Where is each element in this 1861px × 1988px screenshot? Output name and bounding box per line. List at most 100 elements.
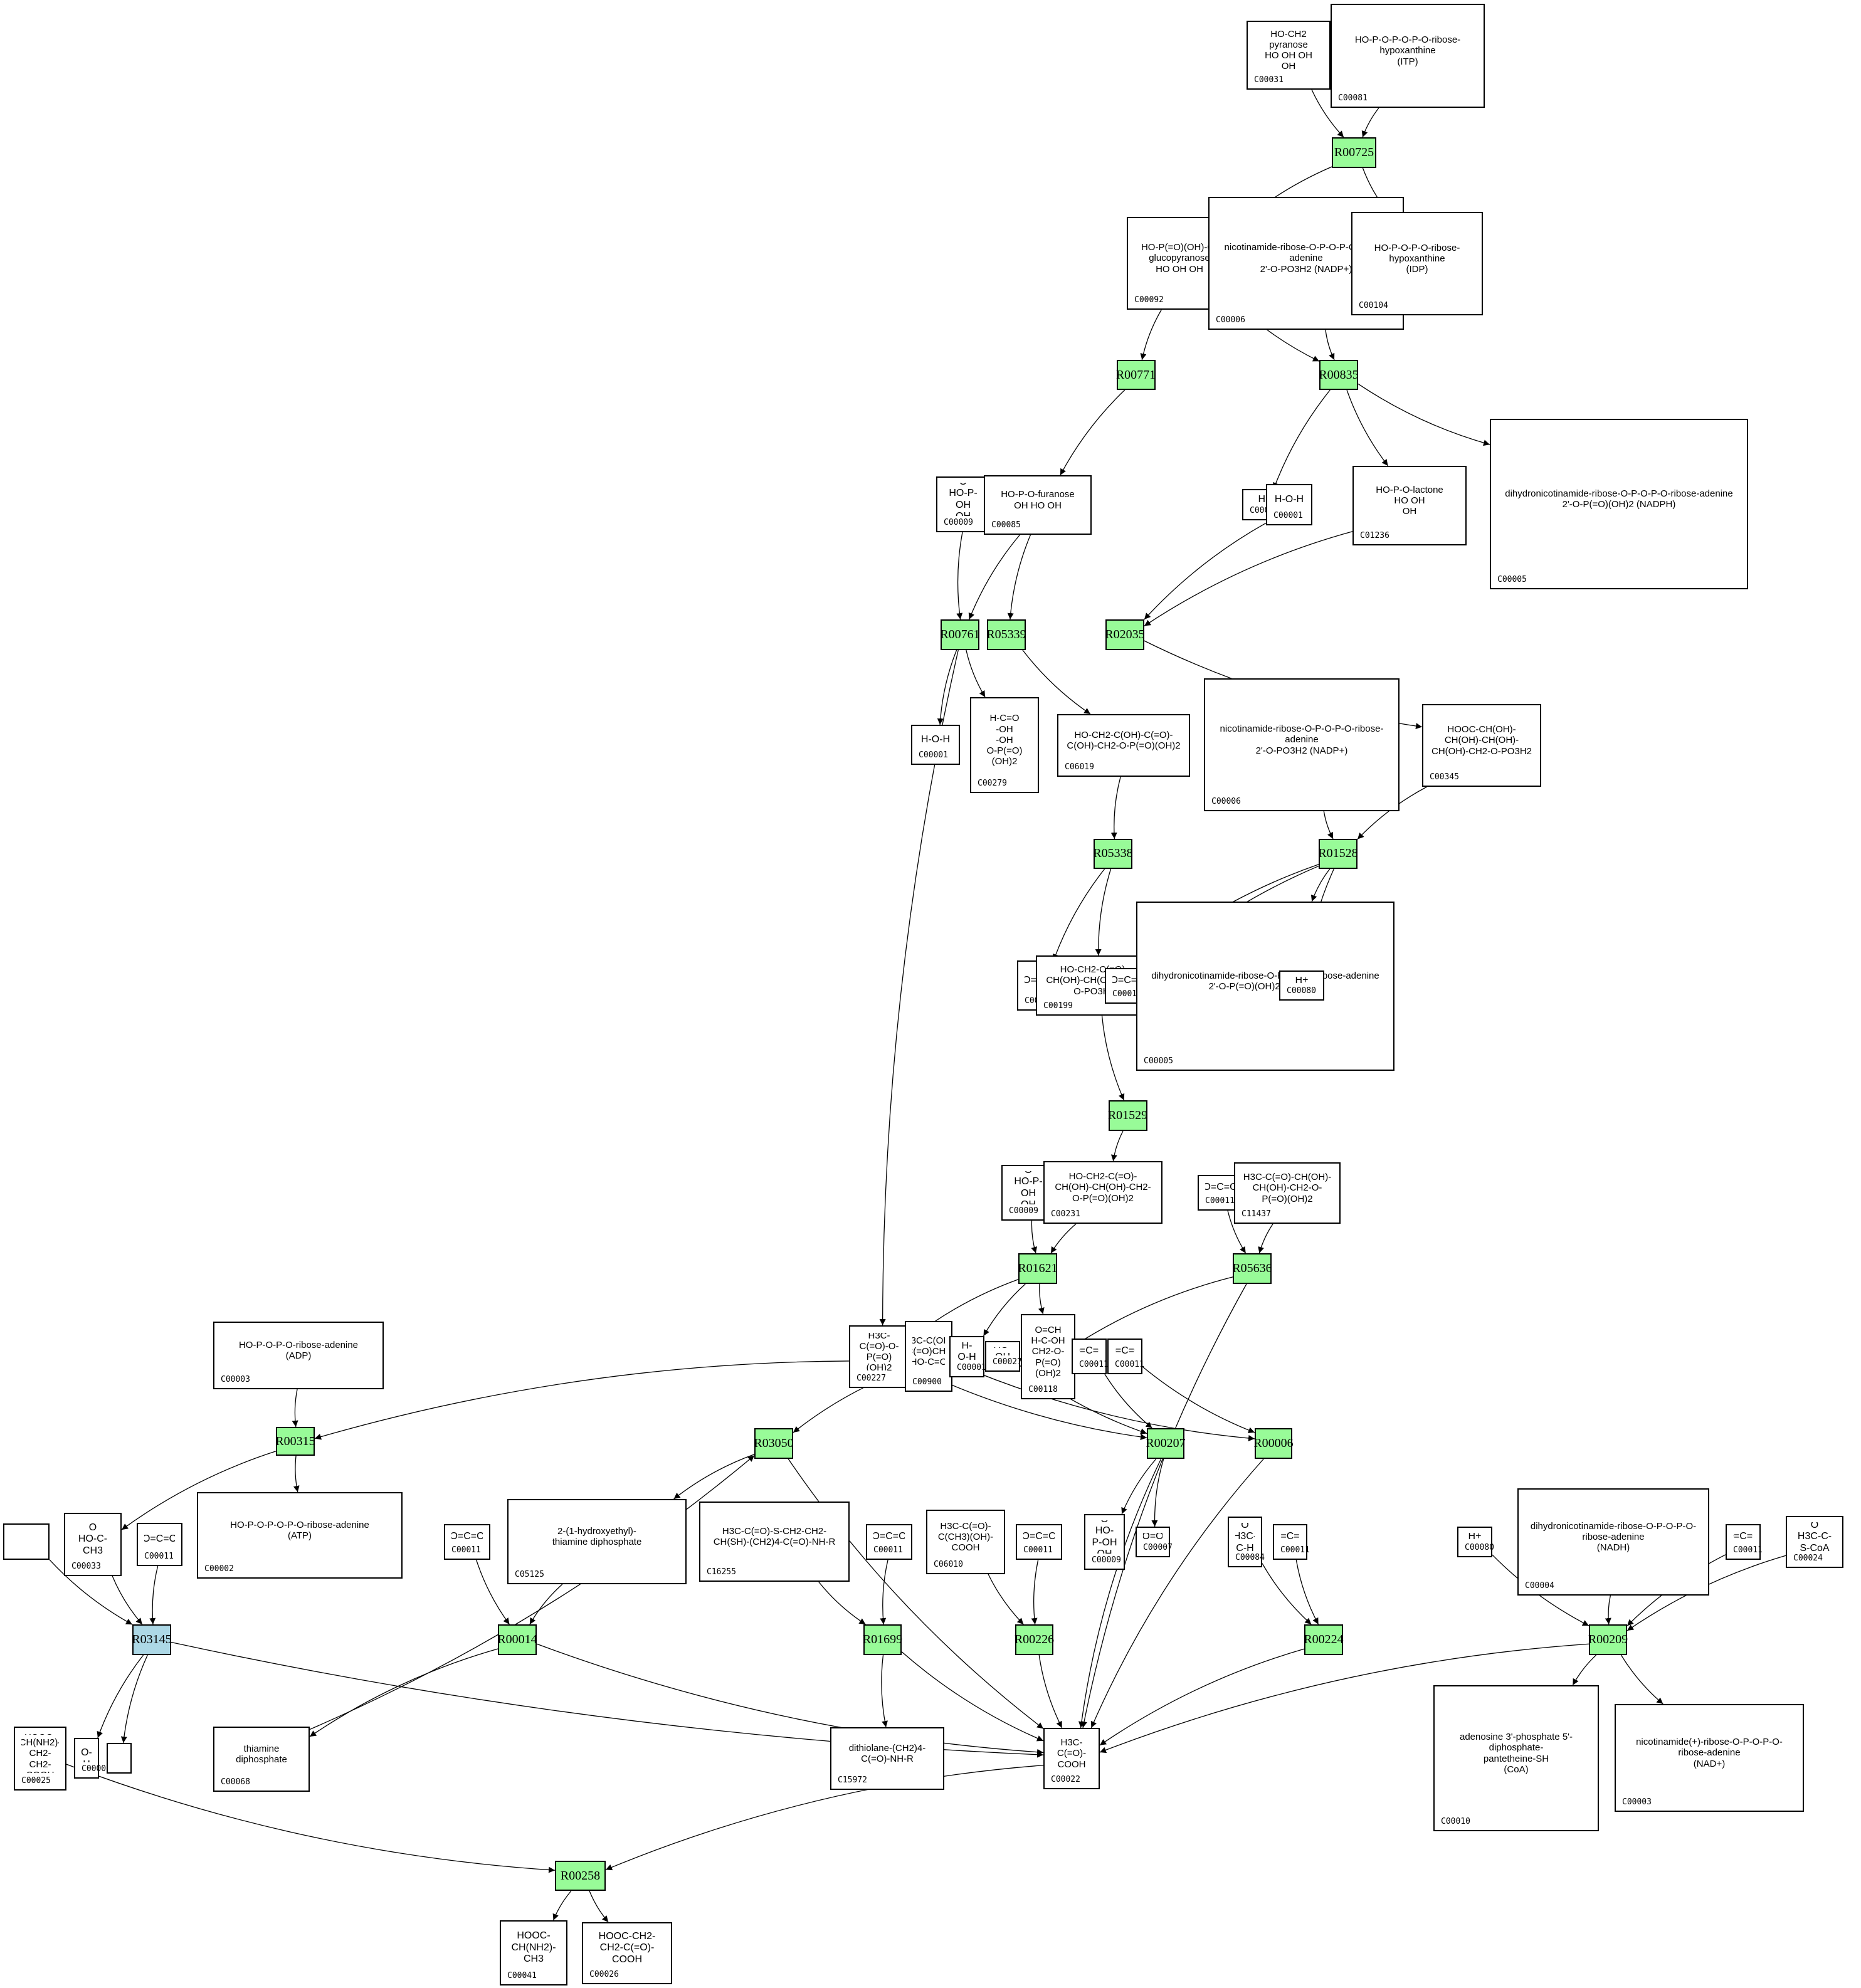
reaction-node-r00258[interactable]: R00258 bbox=[555, 1861, 606, 1891]
reaction-node-r00761[interactable]: R00761 bbox=[940, 619, 980, 650]
compound-node[interactable]: HO-CH2-C(=O)-CH(OH)-CH(OH)-CH2-O-P(=O)(O… bbox=[1043, 1161, 1162, 1224]
reaction-node-r00315[interactable]: R00315 bbox=[275, 1427, 315, 1456]
reaction-node-r01699[interactable]: R01699 bbox=[863, 1624, 902, 1655]
edge-R01699-to-c15972 bbox=[881, 1654, 888, 1728]
edge-R00209-to-c00003b bbox=[1620, 1654, 1663, 1705]
compound-id: C00011 bbox=[1112, 989, 1142, 999]
compound-id: C00011 bbox=[1205, 1196, 1235, 1206]
compound-id: C00026 bbox=[589, 1970, 619, 1979]
reaction-node-r05339[interactable]: R05339 bbox=[986, 619, 1026, 650]
compound-id: C01236 bbox=[1360, 531, 1389, 540]
blank-compound-node[interactable] bbox=[107, 1743, 132, 1774]
compound-node[interactable]: H+C00080 bbox=[1279, 970, 1324, 1001]
compound-node[interactable]: H+C00080 bbox=[1457, 1527, 1494, 1557]
compound-node[interactable]: H-O-H C00001 bbox=[1266, 484, 1312, 525]
reaction-node-r01621[interactable]: R01621 bbox=[1018, 1253, 1058, 1284]
compound-id: C00081 bbox=[1338, 93, 1368, 103]
reaction-node-r05636[interactable]: R05636 bbox=[1232, 1253, 1272, 1284]
structure: H-O-H bbox=[1274, 493, 1304, 505]
compound-node[interactable]: HO-P-O-P-O-P-O-ribose-adenine (ATP)C0000… bbox=[197, 1492, 403, 1579]
structure: H3C-C(=O)-CH(OH)-CH(OH)-CH2-O-P(=O)(OH)2 bbox=[1243, 1172, 1332, 1204]
edge-R00835-to-c00005a bbox=[1358, 383, 1490, 446]
compound-node[interactable]: HO-P-O-P-O-ribose-hypoxanthine (IDP)C001… bbox=[1351, 212, 1483, 315]
reaction-node-r03050[interactable]: R03050 bbox=[754, 1428, 794, 1459]
reaction-node-r05338[interactable]: R05338 bbox=[1093, 838, 1133, 869]
reaction-node-r00725[interactable]: R00725 bbox=[1332, 137, 1376, 168]
compound-node[interactable]: HOOC-CH(OH)-CH(OH)-CH(OH)-CH(OH)-CH2-O-P… bbox=[1422, 704, 1541, 787]
reaction-node-r00771[interactable]: R00771 bbox=[1116, 360, 1156, 390]
compound-node[interactable]: HO-CH2-C(OH)-C(=O)-C(OH)-CH2-O-P(=O)(OH)… bbox=[1057, 714, 1190, 777]
compound-id: C00104 bbox=[1359, 301, 1388, 310]
compound-id: C00006 bbox=[1211, 797, 1241, 806]
compound-node[interactable]: H3C-C(=O)-S-CH2-CH2-CH(SH)-(CH2)4-C(=O)-… bbox=[699, 1502, 850, 1582]
compound-node[interactable]: HOOC-CH(NH2)-CH2-CH2-COOHC00025 bbox=[14, 1727, 66, 1791]
reaction-node-r03145[interactable]: R03145 bbox=[132, 1624, 172, 1655]
compound-id: C00011 bbox=[1115, 1360, 1144, 1369]
structure: HOOC-CH(NH2)-CH2-CH2-COOH bbox=[21, 1734, 59, 1773]
compound-node[interactable]: adenosine 3'-phosphate 5'-diphosphate- p… bbox=[1433, 1685, 1599, 1831]
compound-node[interactable]: H3C-C(=O)-CH(OH)-CH(OH)-CH2-O-P(=O)(OH)2… bbox=[1234, 1162, 1341, 1224]
structure: dihydronicotinamide-ribose-O-P-O-P-O-rib… bbox=[1505, 488, 1733, 510]
compound-node[interactable]: nicotinamide-ribose-O-P-O-P-O-ribose-ade… bbox=[1204, 678, 1400, 811]
edge-c00227-to-R00315 bbox=[314, 1360, 850, 1440]
compound-node[interactable]: dihydronicotinamide-ribose-O-P-O-P-O-rib… bbox=[1517, 1488, 1709, 1596]
compound-id: C00011 bbox=[144, 1552, 174, 1561]
edge-c05125-to-R00014 bbox=[529, 1584, 563, 1625]
compound-id: C00041 bbox=[507, 1971, 537, 1980]
reaction-node-r00835[interactable]: R00835 bbox=[1319, 360, 1359, 390]
compound-node[interactable]: 2-(1-hydroxyethyl)- thiamine diphosphate… bbox=[507, 1499, 687, 1584]
edge-c00006b-to-R01528 bbox=[1323, 811, 1334, 839]
edge-c00084-to-R00224 bbox=[1262, 1563, 1312, 1625]
reaction-node-r00226[interactable]: R00226 bbox=[1015, 1624, 1054, 1655]
compound-id: C00006 bbox=[1216, 315, 1245, 325]
reaction-node-r00006[interactable]: R00006 bbox=[1253, 1428, 1294, 1459]
compound-node[interactable]: HO-OHC00027 bbox=[985, 1341, 1022, 1372]
reaction-node-r02035[interactable]: R02035 bbox=[1105, 619, 1145, 650]
reaction-node-r00224[interactable]: R00224 bbox=[1304, 1624, 1344, 1655]
compound-node[interactable]: nicotinamide(+)-ribose-O-P-O-P-O-ribose-… bbox=[1615, 1704, 1804, 1812]
compound-node[interactable]: HO-P-O-P-O-P-O-ribose-hypoxanthine (ITP)… bbox=[1331, 4, 1485, 108]
reaction-node-r00014[interactable]: R00014 bbox=[497, 1624, 537, 1655]
reaction-node-r01528[interactable]: R01528 bbox=[1318, 838, 1358, 869]
compound-id: C00001 bbox=[1273, 511, 1303, 520]
compound-node[interactable]: HO-P-O-P-O-ribose-adenine (ADP)C00003 bbox=[213, 1322, 384, 1389]
edge-R01528-to-c00005b bbox=[1310, 868, 1331, 902]
reaction-node-r01529[interactable]: R01529 bbox=[1108, 1100, 1147, 1131]
compound-node[interactable]: dihydronicotinamide-ribose-O-P-O-P-O-rib… bbox=[1136, 902, 1394, 1071]
reaction-node-r00209[interactable]: R00209 bbox=[1588, 1624, 1628, 1655]
reaction-node-r00207[interactable]: R00207 bbox=[1146, 1428, 1186, 1459]
edge-c00085-to-R05339 bbox=[1007, 534, 1031, 620]
compound-node[interactable]: dihydronicotinamide-ribose-O-P-O-P-O-rib… bbox=[1490, 419, 1748, 589]
blank-compound-node[interactable] bbox=[3, 1523, 50, 1560]
